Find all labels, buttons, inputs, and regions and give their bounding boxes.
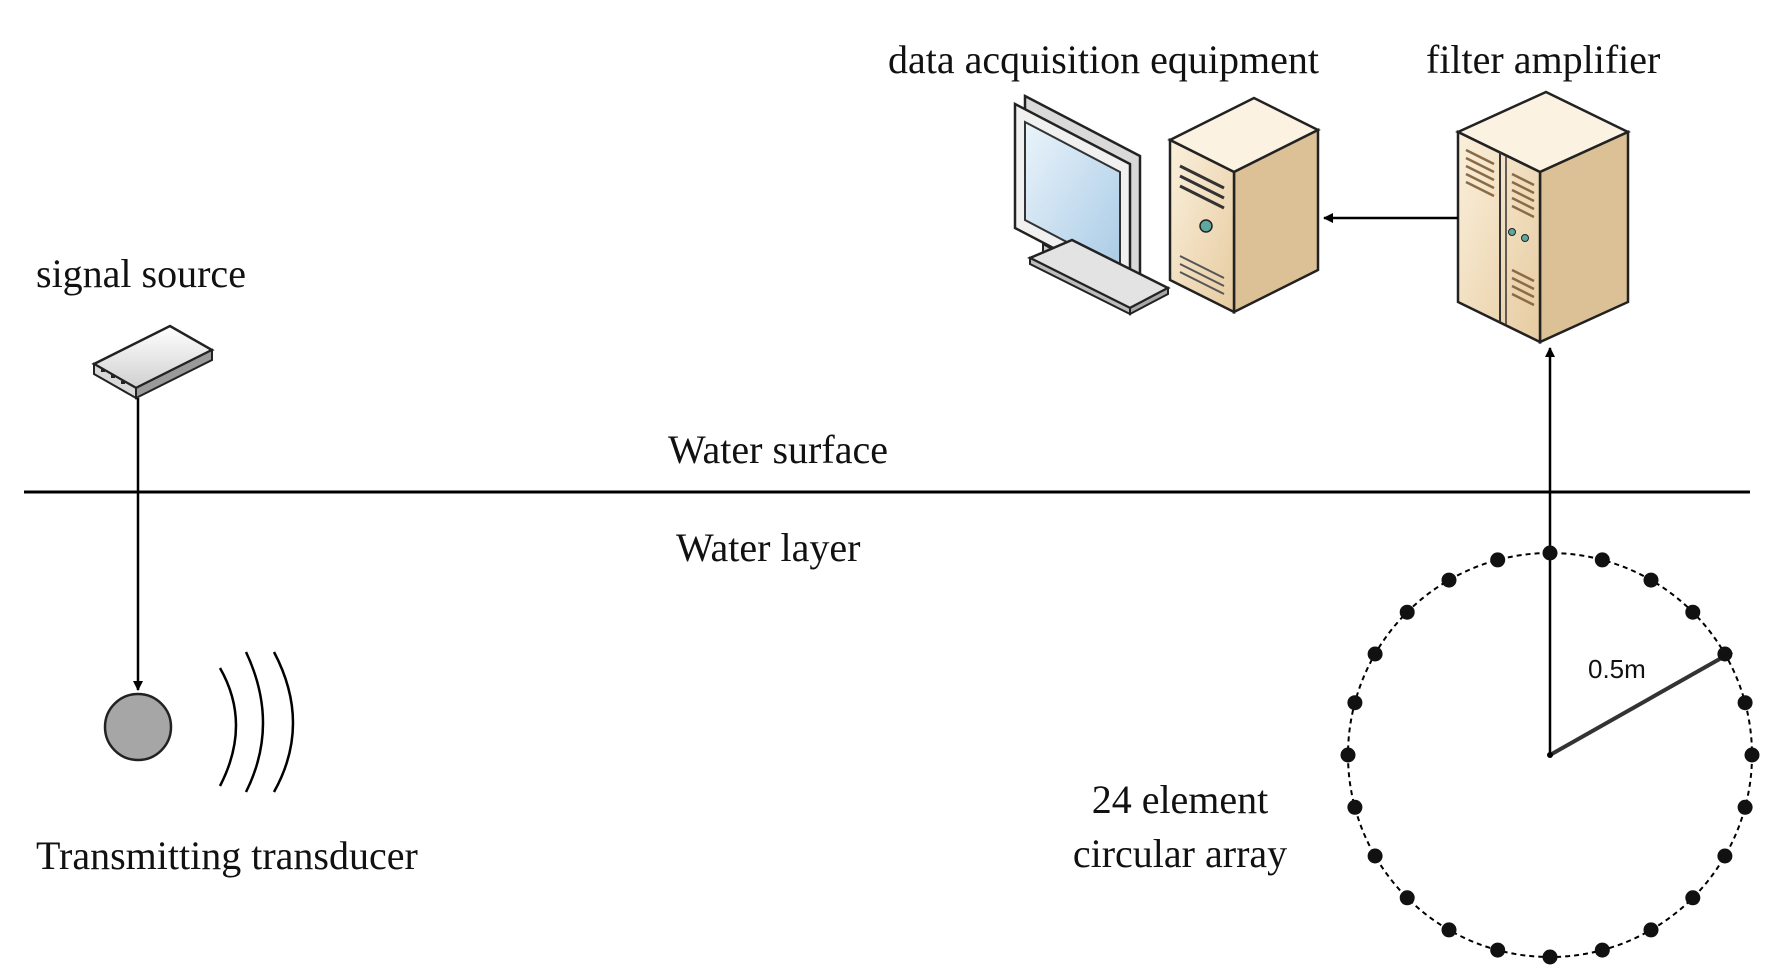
array-label-line2: circular array bbox=[1072, 831, 1288, 876]
array-element bbox=[1399, 890, 1415, 906]
array-element bbox=[1441, 572, 1457, 588]
data-acquisition-label: data acquisition equipment bbox=[888, 37, 1319, 82]
array-element bbox=[1737, 799, 1753, 815]
array-element bbox=[1594, 552, 1610, 568]
array-center bbox=[1547, 752, 1553, 758]
pc-tower-icon bbox=[1167, 96, 1321, 315]
array-element bbox=[1717, 646, 1733, 662]
water-layer-label: Water layer bbox=[676, 525, 861, 570]
radius-line bbox=[1549, 650, 1733, 757]
array-element bbox=[1490, 552, 1506, 568]
transmitting-transducer-label: Transmitting transducer bbox=[36, 833, 418, 878]
signal-source-label: signal source bbox=[36, 251, 246, 296]
radius-label: 0.5m bbox=[1588, 654, 1646, 684]
array-element bbox=[1490, 942, 1506, 958]
transducer-sphere bbox=[103, 692, 173, 762]
array-element bbox=[1441, 922, 1457, 938]
array-elements bbox=[1340, 545, 1760, 965]
array-element bbox=[1542, 949, 1558, 965]
water-surface-label: Water surface bbox=[668, 427, 888, 472]
network-box-icon bbox=[91, 324, 215, 400]
array-element bbox=[1685, 604, 1701, 620]
array-element bbox=[1737, 695, 1753, 711]
array-element bbox=[1347, 799, 1363, 815]
array-element bbox=[1643, 572, 1659, 588]
server-rack-icon bbox=[1455, 90, 1631, 345]
filter-amplifier-label: filter amplifier bbox=[1426, 37, 1661, 82]
array-element bbox=[1542, 545, 1558, 561]
array-element bbox=[1594, 942, 1610, 958]
sound-wave-icon bbox=[218, 651, 295, 793]
array-element bbox=[1685, 890, 1701, 906]
array-element bbox=[1347, 695, 1363, 711]
array-element bbox=[1643, 922, 1659, 938]
array-element bbox=[1367, 646, 1383, 662]
array-element bbox=[1340, 747, 1356, 763]
array-element bbox=[1399, 604, 1415, 620]
array-element bbox=[1717, 848, 1733, 864]
monitor-icon bbox=[1013, 93, 1171, 316]
array-label-line1: 24 element bbox=[1091, 777, 1269, 822]
array-element bbox=[1744, 747, 1760, 763]
array-element bbox=[1367, 848, 1383, 864]
